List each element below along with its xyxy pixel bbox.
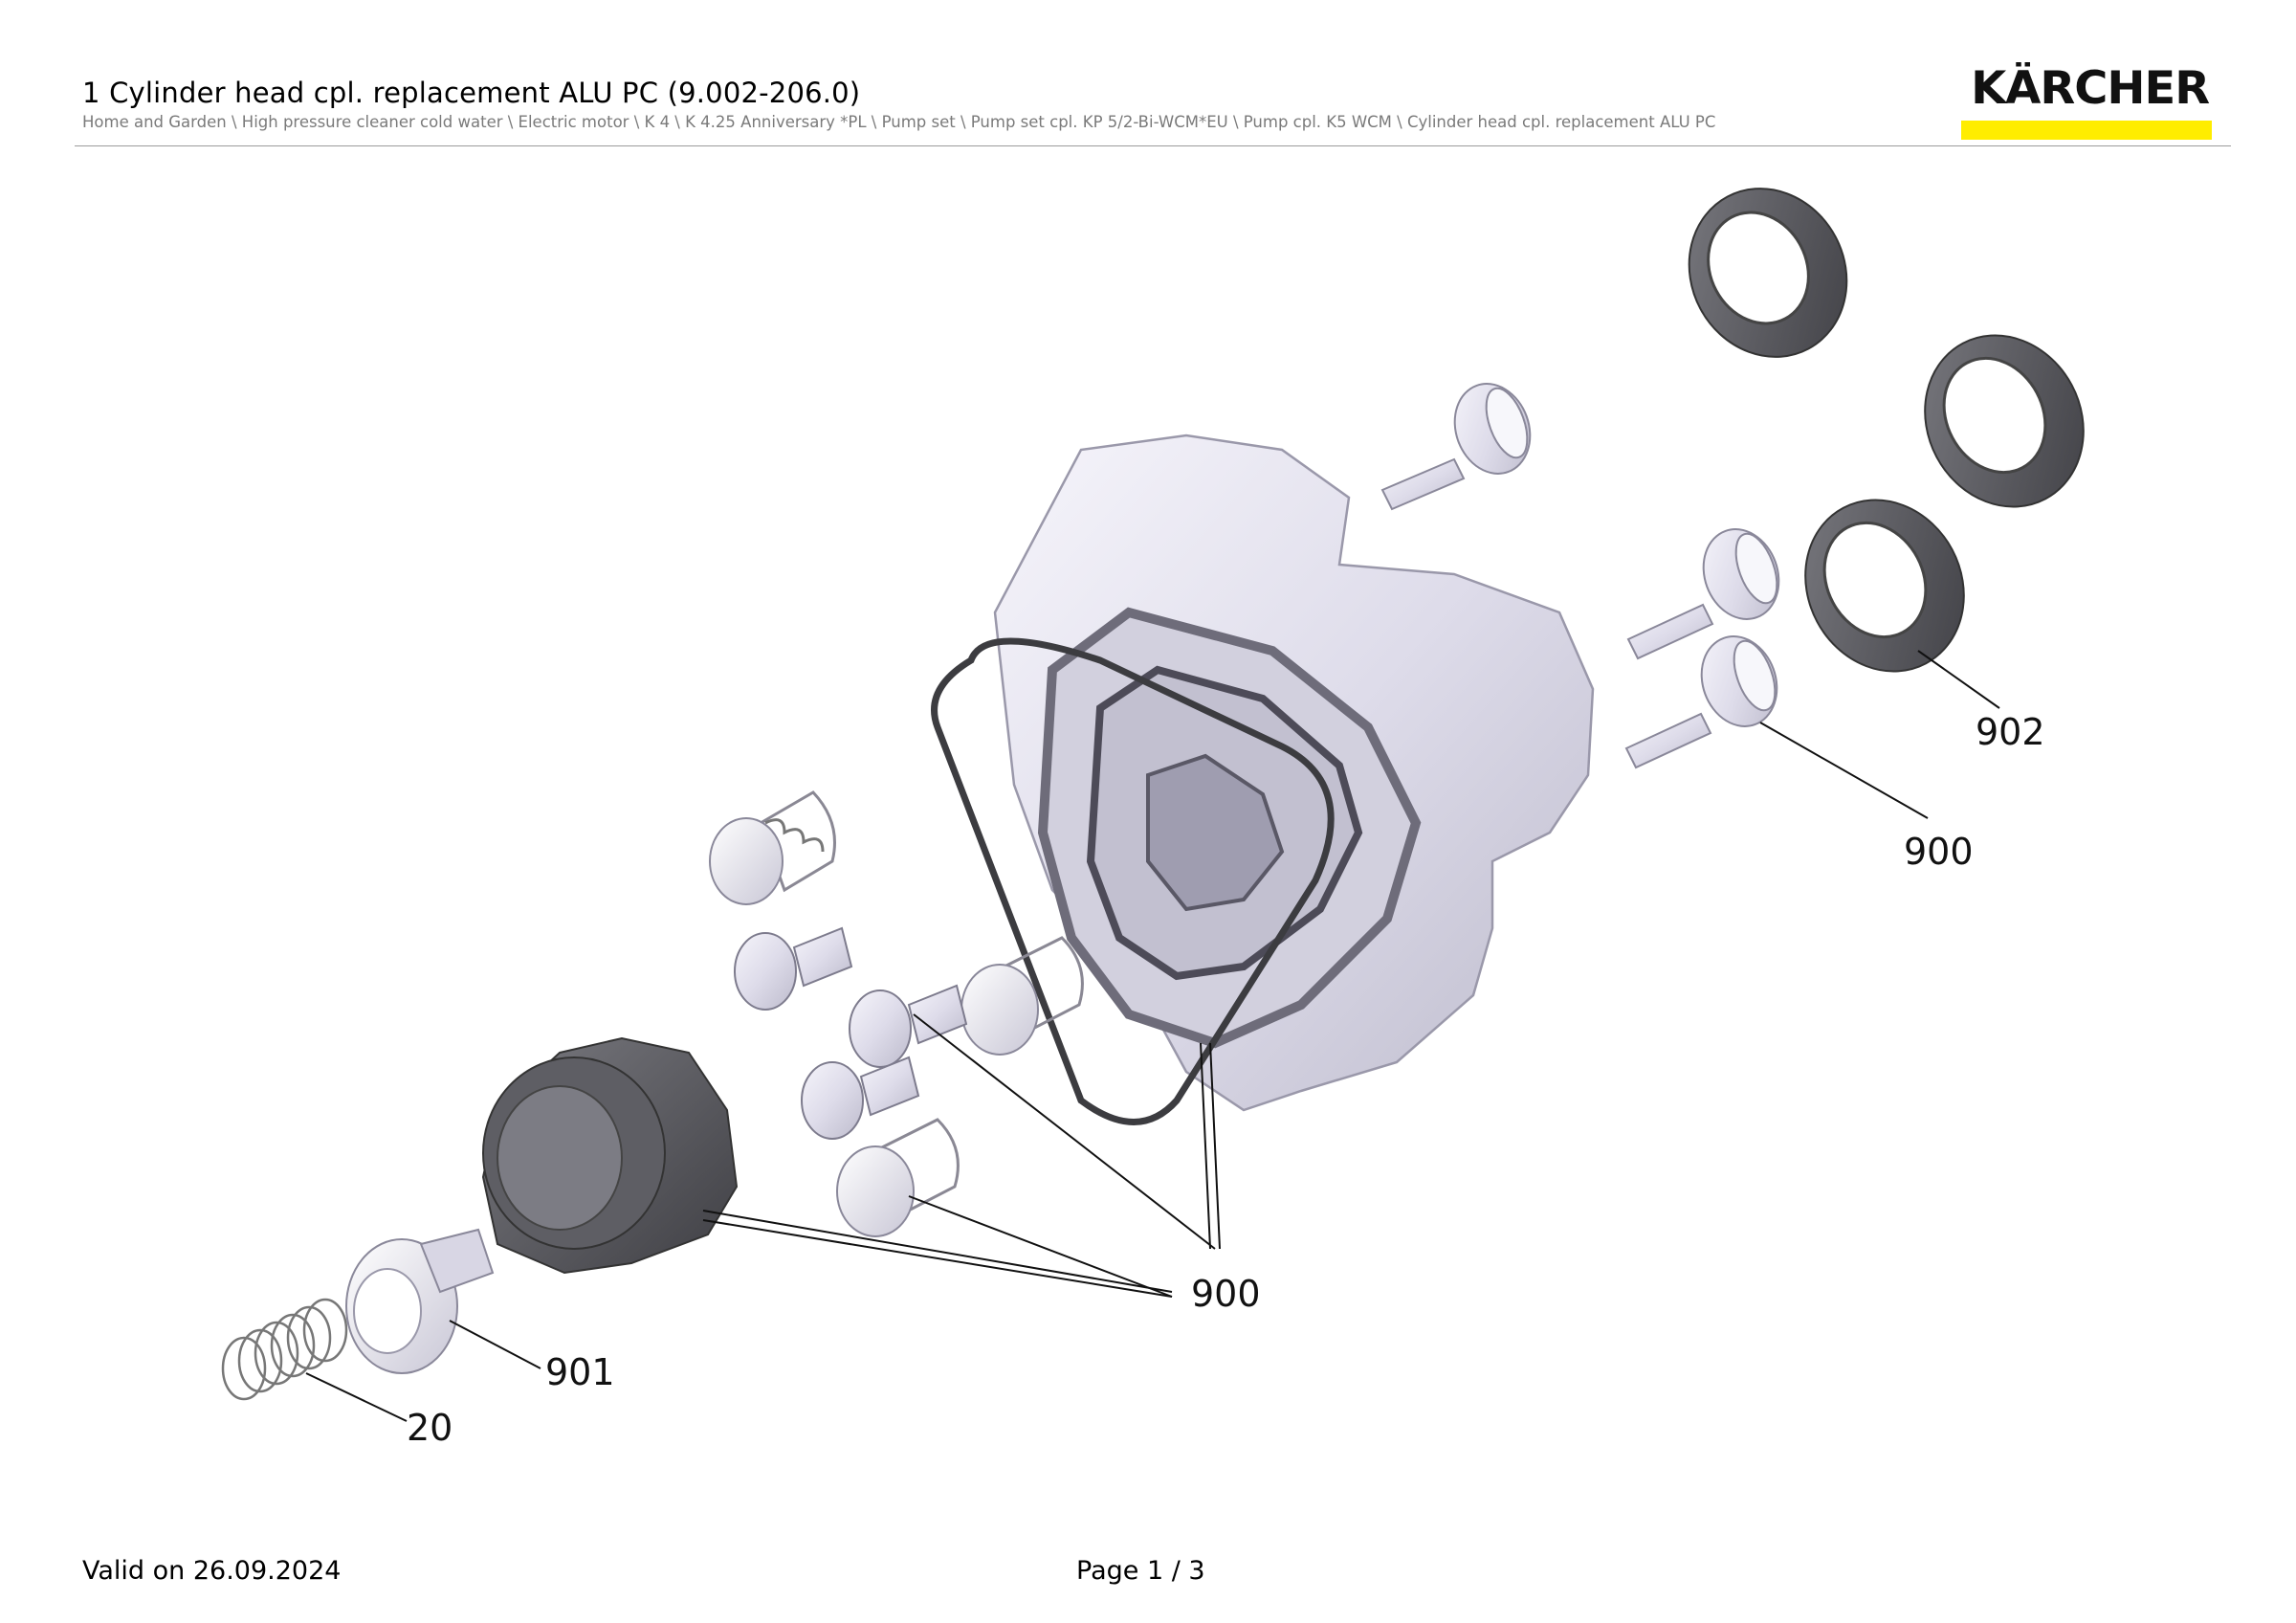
valve-cap-center (960, 936, 1084, 1056)
seal-ring-top (1688, 188, 1848, 358)
callout-902: 902 (1976, 711, 2045, 753)
valve-insert-1 (734, 926, 853, 1011)
valve-insert-2 (849, 984, 968, 1068)
validity-date: Valid on 26.09.2024 (82, 1556, 342, 1586)
seal-ring-middle (1924, 334, 2085, 508)
karcher-logo: KÄRCHER (1961, 65, 2214, 140)
o-ring (931, 637, 1335, 1125)
header-divider (75, 145, 2231, 146)
valve-pin-middle (1626, 528, 1780, 660)
breadcrumb: Home and Garden \ High pressure cleaner … (82, 113, 1716, 131)
valve-cap-upper-left (709, 790, 836, 905)
valve-pin-bottom (1624, 635, 1778, 769)
valve-insert-3 (801, 1056, 920, 1140)
leader-lines (305, 650, 2000, 1422)
seal-ring-bottom (1804, 499, 1965, 673)
spring-20 (221, 1298, 348, 1401)
callout-901: 901 (545, 1351, 615, 1393)
sleeve-901 (345, 1228, 495, 1374)
cylinder-head-housing (993, 434, 1595, 1112)
page-indicator: Page 1 / 3 (1076, 1556, 1205, 1586)
valve-pin-top (1380, 383, 1532, 511)
callout-900-right: 900 (1904, 831, 1974, 873)
callout-20: 20 (407, 1407, 453, 1449)
callout-900-center: 900 (1191, 1273, 1261, 1315)
logo-yellow-bar (1961, 121, 2212, 140)
valve-cap-lower (836, 1118, 960, 1237)
page-title: 1 Cylinder head cpl. replacement ALU PC … (82, 77, 861, 109)
pump-plug (481, 1036, 739, 1275)
logo-wordmark: KÄRCHER (1971, 62, 2210, 115)
